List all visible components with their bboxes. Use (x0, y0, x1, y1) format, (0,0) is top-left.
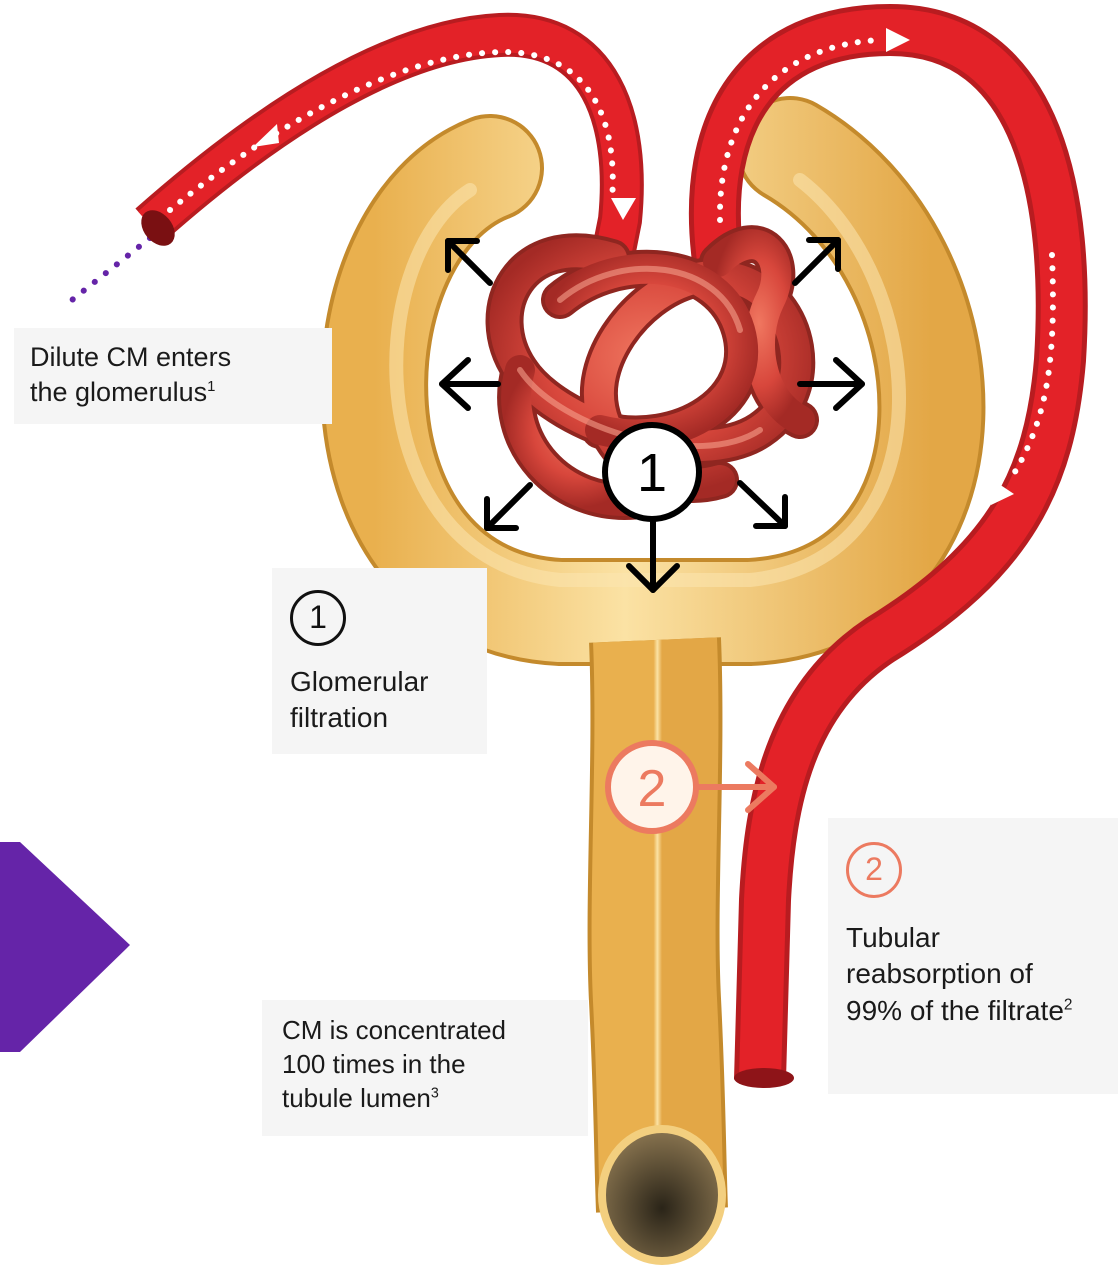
label-conc-line1: CM is concentrated (282, 1014, 588, 1048)
tubule-lumen-opening (602, 1129, 722, 1261)
label-glomerular-filtration: 1 Glomerular filtration (272, 568, 487, 754)
label-tubular-reabsorption: 2 Tubular reabsorption of 99% of the fil… (828, 818, 1118, 1094)
step-2-badge: 2 (846, 842, 902, 898)
step-1-badge: 1 (290, 590, 346, 646)
label-tubular-ref: 2 (1064, 996, 1073, 1013)
filtration-arrow-down-right (740, 483, 785, 526)
label-conc-line2: 100 times in the (282, 1048, 588, 1082)
filtration-arrow-down-left (487, 485, 530, 528)
label-glomerular-line2: filtration (290, 700, 487, 736)
step-1-marker: 1 (605, 425, 699, 519)
renal-tubule (602, 640, 722, 1261)
step-1-marker-text: 1 (637, 443, 667, 503)
filtration-arrow-up-right (795, 240, 838, 283)
step-2-marker-text: 2 (638, 760, 667, 818)
label-cm-concentrated: CM is concentrated 100 times in the tubu… (262, 1000, 588, 1136)
label-tubular-line1: Tubular (846, 920, 1118, 956)
label-conc-ref: 3 (431, 1085, 439, 1101)
label-tubular-line3: 99% of the filtrate (846, 995, 1064, 1026)
label-glomerular-line1: Glomerular (290, 664, 487, 700)
label-dilute-line1: Dilute CM enters (30, 340, 332, 375)
label-dilute-line2: the glomerulus (30, 377, 207, 407)
label-dilute-ref: 1 (207, 379, 215, 395)
purple-arrow-shape (0, 842, 130, 1052)
filtration-arrow-left (442, 360, 498, 408)
label-dilute-cm: Dilute CM enters the glomerulus1 (14, 328, 332, 424)
entry-dotted-line (72, 238, 150, 300)
label-tubular-line2: reabsorption of (846, 956, 1118, 992)
label-conc-line3: tubule lumen (282, 1083, 431, 1113)
